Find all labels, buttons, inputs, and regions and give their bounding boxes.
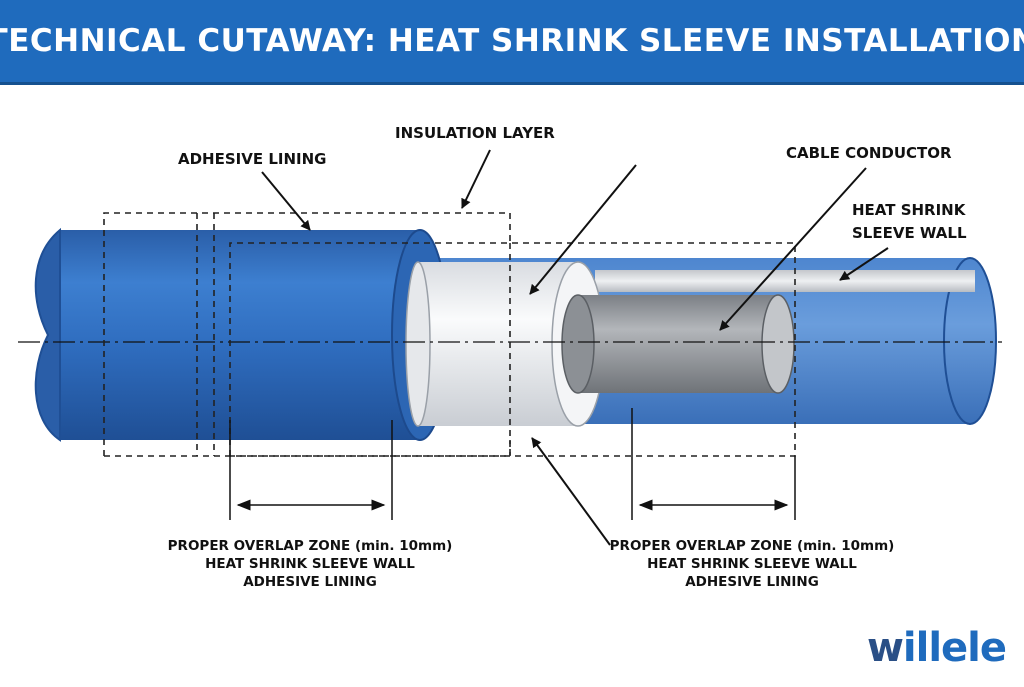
sleeve-wall-strip	[595, 270, 975, 292]
right-zone-line2: HEAT SHRINK SLEEVE WALL	[647, 556, 857, 572]
logo-prefix: w	[866, 625, 904, 671]
right-zone-caption: PROPER OVERLAP ZONE (min. 10mm) HEAT SHR…	[610, 538, 895, 590]
left-zone-caption: PROPER OVERLAP ZONE (min. 10mm) HEAT SHR…	[168, 538, 453, 590]
dimension-lines	[229, 408, 796, 520]
sleeve-wall-label-line2: SLEEVE WALL	[852, 224, 967, 242]
right-zone-line1: PROPER OVERLAP ZONE (min. 10mm)	[610, 538, 895, 554]
left-zone-line3: ADHESIVE LINING	[243, 574, 377, 590]
left-zone-line2: HEAT SHRINK SLEEVE WALL	[205, 556, 415, 572]
cable-conductor-label: CABLE CONDUCTOR	[786, 144, 952, 162]
insulation-layer-label: INSULATION LAYER	[395, 124, 555, 142]
left-pipe	[34, 227, 449, 442]
title-bar: TECHNICAL CUTAWAY: HEAT SHRINK SLEEVE IN…	[0, 0, 1024, 85]
brand-logo: willele	[866, 625, 1007, 671]
logo-rest: illele	[902, 625, 1007, 671]
callout-leaders	[261, 149, 889, 546]
overlap-boundaries	[103, 212, 796, 457]
left-zone-line1: PROPER OVERLAP ZONE (min. 10mm)	[168, 538, 453, 554]
cable-conductor	[561, 294, 795, 394]
adhesive-lining-label: ADHESIVE LINING	[178, 150, 326, 168]
sleeve-wall-label-line1: HEAT SHRINK	[852, 201, 967, 219]
right-zone-line3: ADHESIVE LINING	[685, 574, 819, 590]
page-title: TECHNICAL CUTAWAY: HEAT SHRINK SLEEVE IN…	[0, 23, 1024, 59]
